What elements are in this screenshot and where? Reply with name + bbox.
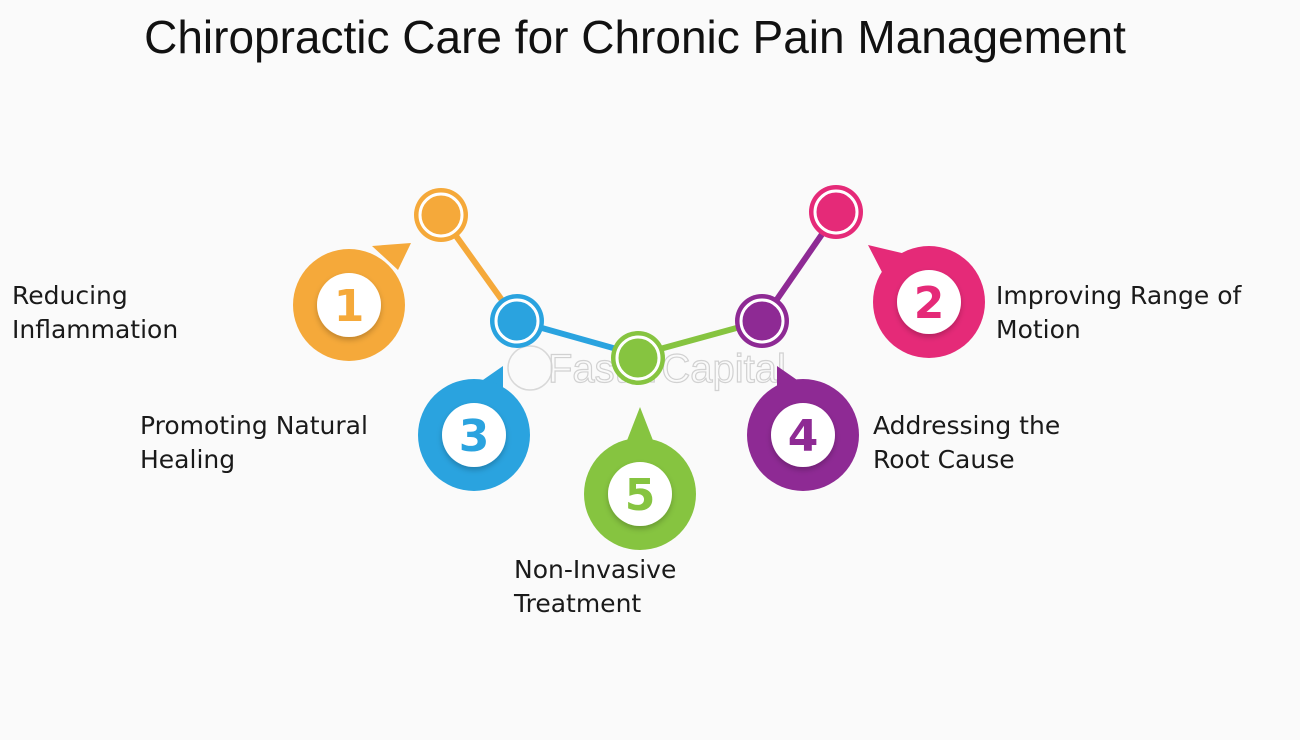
step-4-label: Addressing the Root Cause (873, 409, 1060, 477)
step-5-number: 5 (625, 470, 656, 521)
step-5-badge: 5 (584, 407, 696, 550)
step-4-label-line2: Root Cause (873, 445, 1015, 474)
page-title: Chiropractic Care for Chronic Pain Manag… (144, 11, 1126, 63)
step-3-number: 3 (459, 411, 490, 462)
node-orange (414, 188, 468, 242)
step-1-label-line1: Reducing (12, 281, 128, 310)
step-3-badge: 3 (418, 366, 530, 491)
step-2-label-line1: Improving Range of (996, 281, 1242, 310)
watermark-text: FasterCapital (548, 347, 786, 391)
step-5-label: Non-Invasive Treatment (514, 553, 676, 621)
step-1-number: 1 (334, 281, 365, 332)
step-2-number: 2 (914, 278, 945, 329)
step-3-label-line2: Healing (140, 445, 236, 474)
step-3-label-line1: Promoting Natural (140, 411, 368, 440)
node-blue (490, 294, 544, 348)
step-2-label-line2: Motion (996, 315, 1081, 344)
step-2-badge: 2 (868, 245, 985, 358)
step-5-label-line2: Treatment (514, 589, 642, 618)
step-2-label: Improving Range of Motion (996, 279, 1241, 347)
watermark: FasterCapital (507, 345, 786, 392)
step-4-number: 4 (788, 411, 819, 462)
step-4-label-line1: Addressing the (873, 411, 1061, 440)
step-1-label: Reducing Inflammation (12, 279, 178, 347)
node-pink (809, 185, 863, 239)
step-4-badge: 4 (747, 366, 859, 491)
step-5-label-line1: Non-Invasive (514, 555, 677, 584)
step-1-badge: 1 (293, 243, 411, 361)
node-green (611, 331, 665, 385)
step-1-label-line2: Inflammation (12, 315, 179, 344)
node-purple (735, 294, 789, 348)
step-3-label: Promoting Natural Healing (140, 409, 368, 477)
